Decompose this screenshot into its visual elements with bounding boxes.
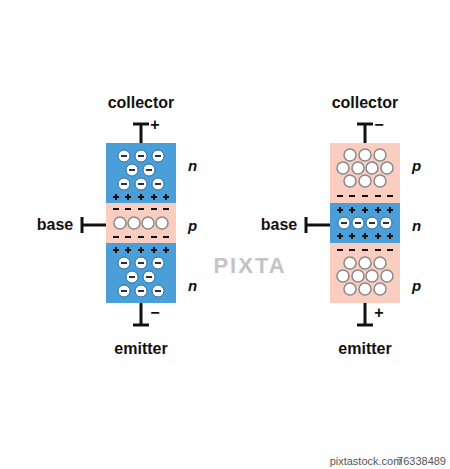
charge-carriers <box>330 243 400 303</box>
region-type-label: n <box>188 277 197 294</box>
terminal-name: collector <box>332 94 399 112</box>
terminal-name: emitter <box>114 340 167 358</box>
charge-carriers <box>330 203 400 243</box>
charge-carriers <box>106 143 176 203</box>
region-type-label: p <box>188 217 197 234</box>
semiconductor-region: n <box>330 203 400 243</box>
region-type-label: p <box>412 277 421 294</box>
terminal-name: base <box>37 216 73 234</box>
charge-carriers <box>106 203 176 243</box>
semiconductor-region: n <box>106 243 176 303</box>
polarity-sign: + <box>374 304 383 322</box>
semiconductor-region: p <box>330 143 400 203</box>
watermark: 76338489 <box>397 455 446 467</box>
region-type-label: n <box>412 217 421 234</box>
region-type-label: n <box>188 157 197 174</box>
polarity-sign: − <box>150 304 159 322</box>
terminal-name: collector <box>108 94 175 112</box>
polarity-sign: − <box>374 116 383 134</box>
charge-carriers <box>330 143 400 203</box>
semiconductor-region: p <box>106 203 176 243</box>
semiconductor-region: n <box>106 143 176 203</box>
watermark: PIXTA <box>213 253 286 279</box>
polarity-sign: + <box>150 116 159 134</box>
charge-carriers <box>106 243 176 303</box>
terminal-name: base <box>261 216 297 234</box>
semiconductor-region: p <box>330 243 400 303</box>
region-type-label: p <box>412 157 421 174</box>
terminal-name: emitter <box>338 340 391 358</box>
watermark: pixtastock.com <box>330 455 403 467</box>
